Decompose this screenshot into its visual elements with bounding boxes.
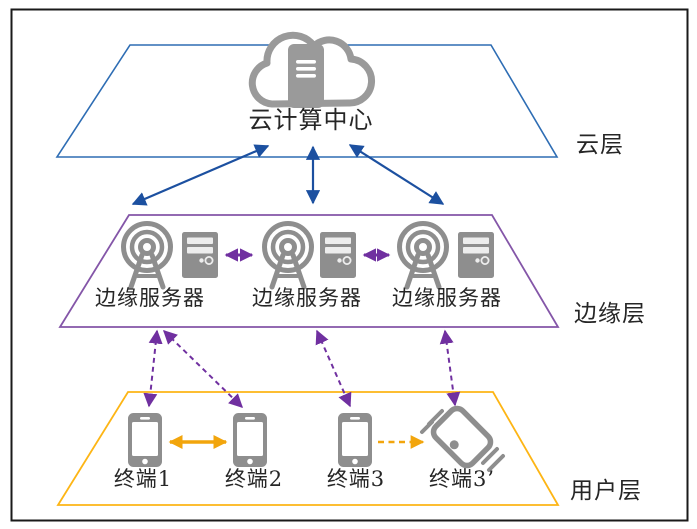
arrow-edge1-terminal2: [162, 330, 244, 408]
server-icon-1: [181, 231, 219, 279]
terminal-label-1: 终端1: [113, 467, 173, 491]
cloud-node-label: 云计算中心: [248, 106, 374, 134]
cloud-icon: [248, 31, 375, 108]
tier-label-cloud: 云层: [576, 132, 624, 158]
edge-node-label-3: 边缘服务器: [392, 286, 502, 310]
phone-icon-2: [233, 413, 267, 467]
antenna-icon-1: [124, 224, 171, 288]
edge-layer-trapezoid: [58, 214, 560, 328]
rotated-phone-home-button: [449, 440, 459, 450]
arrow-edge2-terminal3: [315, 329, 352, 408]
cloud-layer-trapezoid: [55, 44, 559, 158]
terminal-label-2: 终端2: [224, 467, 284, 491]
arrow-edge3-terminal3p: [439, 329, 461, 407]
rotated-phone-body: [430, 405, 494, 469]
arrow-edge1-terminal1: [143, 329, 163, 408]
cloud-server-slot: [296, 74, 316, 78]
tier-label-edge: 边缘层: [574, 301, 646, 327]
user-layer-trapezoid: [56, 391, 560, 506]
terminal-label-3p: 终端3’: [428, 467, 496, 491]
page-border: [10, 8, 689, 522]
cloud-server-slot: [296, 60, 316, 64]
tier-label-user: 用户层: [570, 478, 642, 504]
edge-node-label-2: 边缘服务器: [252, 286, 362, 310]
antenna-icon-3: [400, 224, 447, 288]
cloud-server-slot: [296, 67, 316, 71]
server-icon-3: [457, 231, 495, 279]
arrow-cloud-edge-right: [348, 144, 445, 205]
edge-node-label-1: 边缘服务器: [95, 286, 205, 310]
rotated-phone-icon: [420, 405, 505, 472]
phone-icon-1: [128, 413, 162, 467]
server-icon-2: [319, 231, 357, 279]
terminal-label-3: 终端3: [326, 467, 386, 491]
phone-icon-3: [338, 413, 372, 467]
antenna-icon-2: [265, 224, 312, 288]
arrow-cloud-edge-left: [131, 144, 270, 206]
rotation-motion-lines-top: [420, 409, 444, 434]
rotation-motion-lines-bottom: [481, 447, 505, 472]
